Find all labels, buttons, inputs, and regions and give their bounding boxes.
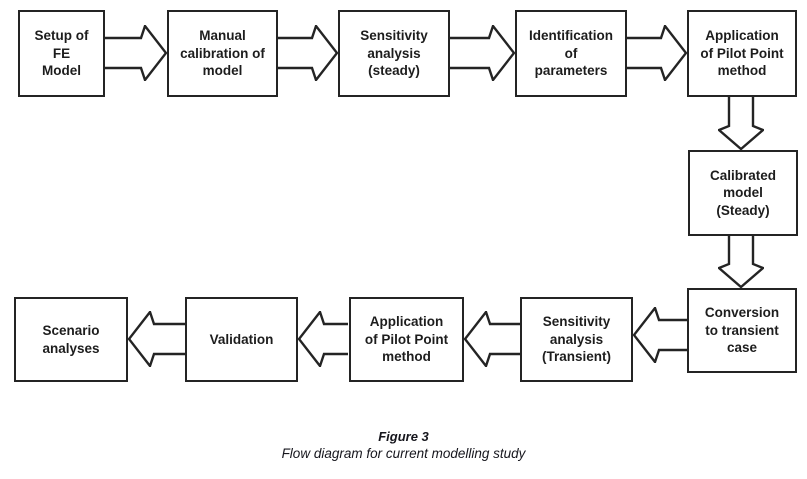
flow-arrow-left-icon xyxy=(298,311,348,367)
flow-box-identification-parameters: Identification of parameters xyxy=(515,10,627,97)
flow-box-label: Application of Pilot Point method xyxy=(700,28,784,79)
flow-arrow-down-icon xyxy=(718,97,764,150)
flow-box-label: Setup of FE Model xyxy=(34,28,89,79)
flow-box-pilot-point-transient: Application of Pilot Point method xyxy=(349,297,464,382)
flow-arrow-right-icon xyxy=(450,25,515,81)
flow-box-conversion-transient: Conversion to transient case xyxy=(687,288,797,373)
flow-box-label: Sensitivity analysis (Transient) xyxy=(541,314,611,365)
flow-arrow-down-icon xyxy=(718,236,764,288)
flow-box-label: Manual calibration of model xyxy=(180,28,265,79)
flow-arrow-left-icon xyxy=(464,311,520,367)
flow-box-pilot-point-steady: Application of Pilot Point method xyxy=(687,10,797,97)
flow-box-label: Calibrated model (Steady) xyxy=(709,167,777,218)
flow-box-label: Identification of parameters xyxy=(529,28,613,79)
flow-box-label: Sensitivity analysis (steady) xyxy=(360,28,428,79)
flow-box-label: Validation xyxy=(209,331,274,347)
flow-arrow-right-icon xyxy=(105,25,167,81)
flow-box-label: Application of Pilot Point method xyxy=(364,314,449,365)
flow-box-validation: Validation xyxy=(185,297,298,382)
flow-arrow-right-icon xyxy=(627,25,687,81)
flow-box-label: Scenario analyses xyxy=(42,322,100,356)
flow-box-sensitivity-transient: Sensitivity analysis (Transient) xyxy=(520,297,633,382)
figure-caption-subtitle: Flow diagram for current modelling study xyxy=(281,446,526,462)
flow-box-label: Conversion to transient case xyxy=(704,305,780,356)
flow-arrow-left-icon xyxy=(633,307,687,363)
flow-box-manual-calibration: Manual calibration of model xyxy=(167,10,278,97)
flow-arrow-right-icon xyxy=(278,25,338,81)
flow-box-calibrated-model: Calibrated model (Steady) xyxy=(688,150,798,236)
flow-box-sensitivity-steady: Sensitivity analysis (steady) xyxy=(338,10,450,97)
flow-box-scenario-analyses: Scenario analyses xyxy=(14,297,128,382)
flow-arrow-left-icon xyxy=(128,311,185,367)
figure-caption-title: Figure 3 xyxy=(378,429,429,444)
flow-box-setup-fe-model: Setup of FE Model xyxy=(18,10,105,97)
figure-caption: Figure 3 Flow diagram for current modell… xyxy=(0,429,807,463)
